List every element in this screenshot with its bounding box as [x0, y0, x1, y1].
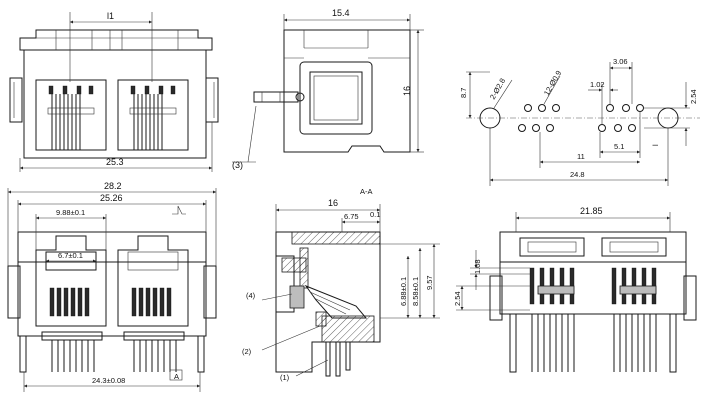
dim-tol-section: 0.1 — [370, 210, 380, 219]
dim-2-dia-2-8: 2-Ø2.8 — [488, 77, 507, 101]
pins-left-top — [47, 85, 95, 150]
dim-2-54-pcb: 2.54 — [689, 89, 698, 104]
contacts-right — [131, 287, 172, 317]
front-main-view: 28.2 25.26 9.88±0.1 6.7±0.1 24.3±0.08 A — [7, 181, 217, 392]
section-mark: A-A — [360, 187, 373, 196]
dim-2-54-back: 2.54 — [453, 291, 462, 306]
pins-right-top — [129, 85, 177, 150]
dim-16: 16 — [402, 86, 412, 96]
dim-28-2: 28.2 — [104, 181, 122, 191]
dim-21-85: 21.85 — [580, 206, 603, 216]
dim-6-7: 6.7±0.1 — [58, 251, 83, 260]
dim-16-section: 16 — [328, 198, 338, 208]
dim-8-58: 8.58±0.1 — [411, 277, 420, 306]
jack-left — [35, 235, 107, 327]
dim-25-26: 25.26 — [100, 193, 123, 203]
side-view: 15.4 16 (3) — [232, 8, 424, 170]
callout-3: (3) — [232, 160, 243, 170]
callout-4: (4) — [246, 291, 256, 300]
dim-l-pcb: l — [651, 144, 660, 146]
dim-l1: l1 — [107, 11, 114, 21]
dim-24-8: 24.8 — [570, 170, 585, 179]
jack-right — [117, 235, 189, 327]
back-contacts-left — [529, 267, 575, 305]
legs-back — [509, 313, 677, 373]
dim-3-06: 3.06 — [613, 57, 628, 66]
callout-2: (2) — [242, 347, 252, 356]
section-view: 16 A-A 6.75 0.1 6.88±0.1 8.58±0.1 9.57 (… — [242, 187, 440, 382]
pcb-layout-view: 2-Ø2.8 12-Ø0.9 8.7 3.06 1.02 2.54 l 5.1 … — [459, 57, 700, 186]
back-contacts-right — [611, 267, 657, 305]
pin-holes — [518, 104, 644, 132]
contacts-left — [49, 287, 90, 317]
callout-1: (1) — [280, 373, 290, 382]
dim-5-1: 5.1 — [614, 142, 624, 151]
dim-1-08: 1.08 — [473, 259, 482, 274]
dim-6-88: 6.88±0.1 — [399, 277, 408, 306]
legs-front — [19, 335, 205, 373]
dim-15-4: 15.4 — [332, 8, 350, 18]
dim-25-3: 25.3 — [106, 157, 124, 167]
datum-a: A — [174, 372, 179, 381]
back-view: 21.85 1.08 2.54 — [453, 206, 697, 373]
dim-1-02: 1.02 — [590, 80, 605, 89]
dim-9-88: 9.88±0.1 — [56, 208, 85, 217]
dim-8-7: 8.7 — [459, 88, 468, 98]
dim-9-57: 9.57 — [425, 275, 434, 290]
front-top-view: l1 25.3 — [9, 11, 219, 172]
contact-spring — [304, 284, 368, 319]
dim-12-dia-0-9: 12-Ø0.9 — [542, 69, 563, 97]
dim-24-3: 24.3±0.08 — [92, 376, 125, 385]
dim-11: 11 — [577, 152, 585, 161]
dim-6-75: 6.75 — [344, 212, 359, 221]
